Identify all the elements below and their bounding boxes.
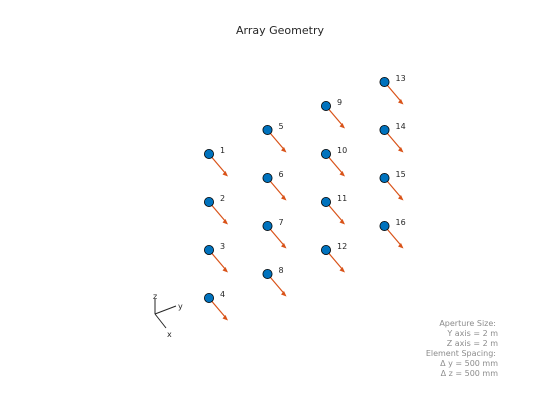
element-number-label: 14 [396,122,406,131]
element-marker [320,148,331,159]
element-number-label: 6 [279,170,284,179]
axes-triad: z y x [153,292,183,339]
element-normal-arrowhead [281,147,287,153]
element-number-label: 15 [396,170,406,179]
array-element: 12 [320,242,347,273]
element-number-label: 1 [220,146,225,155]
array-element: 15 [379,170,406,201]
element-marker [379,220,390,231]
element-number-label: 5 [279,122,284,131]
array-element: 6 [262,170,287,201]
element-normal-arrowhead [398,243,404,249]
element-normal-arrowhead [281,243,287,249]
array-element: 1 [203,146,228,177]
aperture-heading: Aperture Size: [439,319,496,328]
element-marker [262,220,273,231]
element-number-label: 4 [220,290,225,299]
element-marker [262,125,273,136]
spacing-heading: Element Spacing: [426,349,496,358]
element-normal-arrowhead [398,147,404,153]
element-number-label: 9 [337,98,342,107]
element-marker [203,196,214,207]
aperture-y-value: Y axis = 2 m [446,329,498,338]
array-element: 8 [262,266,287,297]
element-marker [203,148,214,159]
element-number-label: 13 [396,74,406,83]
element-normal-arrowhead [339,267,345,273]
element-normal-arrowhead [222,315,228,321]
element-marker [379,172,390,183]
element-normal-arrowhead [222,171,228,177]
array-element: 11 [320,194,347,225]
array-element: 4 [203,290,228,321]
array-element: 10 [320,146,347,177]
array-element: 3 [203,242,228,273]
element-normal-arrowhead [222,267,228,273]
element-number-label: 3 [220,242,225,251]
element-normal-arrowhead [339,171,345,177]
element-normal-arrowhead [398,195,404,201]
triad-x-label: x [167,330,172,339]
triad-x-axis [154,313,167,329]
array-element: 7 [262,218,287,249]
array-element: 14 [379,122,406,153]
spacing-z-value: Δ z = 500 mm [441,369,499,378]
element-number-label: 2 [220,194,225,203]
element-normal-arrowhead [222,219,228,225]
element-normal-arrowhead [339,123,345,129]
spacing-y-value: Δ y = 500 mm [440,359,498,368]
triad-y-axis [154,305,177,315]
element-number-label: 8 [279,266,284,275]
element-number-label: 16 [396,218,406,227]
array-element: 5 [262,122,287,153]
array-element: 13 [379,74,406,105]
element-normal-arrowhead [398,99,404,105]
element-number-label: 11 [337,194,347,203]
element-normal-arrowhead [281,195,287,201]
element-number-label: 7 [279,218,284,227]
element-marker [262,268,273,279]
array-element: 16 [379,218,406,249]
element-marker [203,244,214,255]
element-normal-arrowhead [281,291,287,297]
aperture-z-value: Z axis = 2 m [447,339,498,348]
element-marker [320,101,331,112]
element-normal-arrowhead [339,219,345,225]
triad-z-label: z [153,292,157,301]
element-marker [379,77,390,88]
element-marker [379,125,390,136]
element-marker [320,244,331,255]
element-marker [320,196,331,207]
figure-title: Array Geometry [236,24,324,37]
element-marker [203,292,214,303]
element-number-label: 12 [337,242,347,251]
array-element: 2 [203,194,228,225]
element-marker [262,172,273,183]
triad-y-label: y [178,302,183,311]
element-number-label: 10 [337,146,347,155]
array-element: 9 [320,98,345,129]
aperture-info: Aperture Size: Y axis = 2 m Z axis = 2 m… [426,319,498,378]
